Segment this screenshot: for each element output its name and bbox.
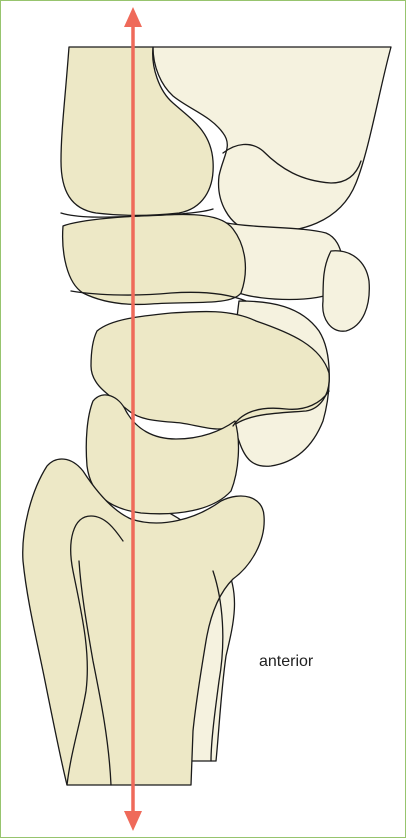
arrow-head-bottom [124, 811, 142, 831]
anterior-label: anterior [259, 653, 313, 671]
fourth-carpal-bone [323, 251, 370, 331]
radial-carpal-bone [63, 215, 246, 305]
arrow-head-top [124, 7, 142, 27]
